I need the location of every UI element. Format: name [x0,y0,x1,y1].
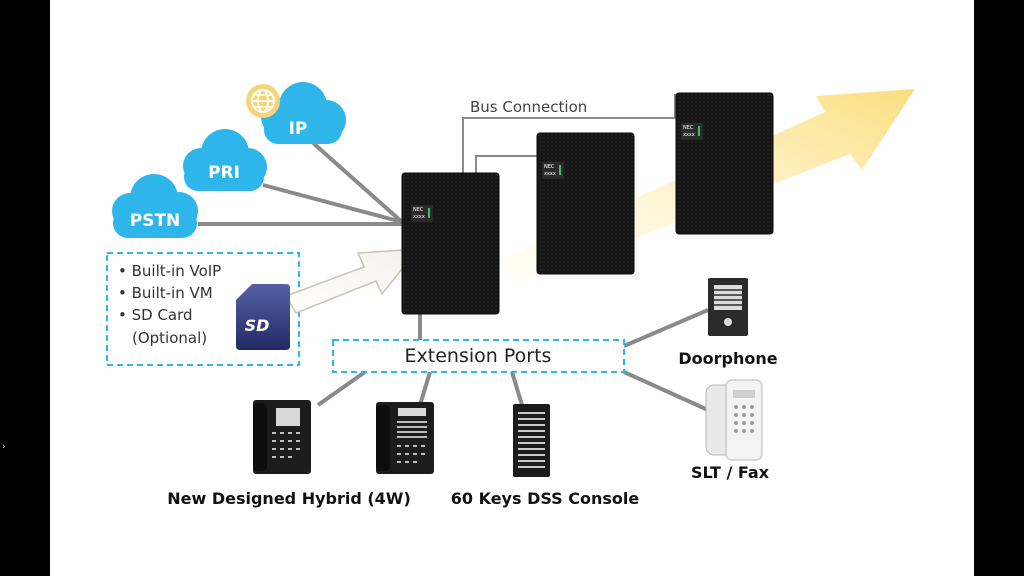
insert-arrow [284,248,420,314]
doorphone-label: Doorphone [678,349,777,368]
system-diagram: Bus Connection IP PRI [106,82,915,508]
feature-voip: • Built-in VoIP [118,262,221,280]
cloud-pstn-label: PSTN [130,211,181,231]
sd-card-icon: SD [236,284,290,350]
extension-ports-box [332,339,625,373]
globe-icon [246,84,280,118]
bus-connection-label: Bus Connection [470,98,587,116]
dss-label: 60 Keys DSS Console [451,489,640,508]
extension-ports-label: Extension Ports [405,345,552,367]
doorphone-icon [708,278,748,336]
slide: Bus Connection IP PRI [50,0,974,576]
svg-text:NEC: NEC [683,125,694,131]
svg-text:xxxx: xxxx [413,214,425,220]
feature-sd-card: • SD Card [118,306,193,324]
hybrid-phone-keys-icon [376,402,434,474]
hybrid-label: New Designed Hybrid (4W) [167,489,411,508]
sd-card-label: SD [245,316,270,335]
cursor-icon: › [2,442,6,452]
slt-phone-icon [705,379,763,461]
cloud-pri-label: PRI [208,163,240,183]
connection-lines [198,140,709,412]
hybrid-phone-icon [253,400,311,474]
svg-text:NEC: NEC [413,207,424,213]
feature-vm: • Built-in VM [118,284,213,302]
bus-lines [462,94,676,180]
cabinet-expansion-2: NEC xxxx [675,92,774,235]
feature-optional: (Optional) [132,329,207,347]
dss-console-icon [513,404,550,477]
svg-text:xxxx: xxxx [683,132,695,138]
features-box [106,252,300,366]
svg-text:xxxx: xxxx [544,171,556,177]
cabinet-expansion-1: NEC xxxx [536,132,635,275]
cloud-pstn: PSTN [112,174,198,238]
cloud-pri: PRI [183,129,267,191]
cloud-ip-label: IP [289,119,308,139]
slt-fax-label: SLT / Fax [691,463,770,482]
svg-text:NEC: NEC [544,164,555,170]
cabinet-main: NEC xxxx [401,172,500,315]
